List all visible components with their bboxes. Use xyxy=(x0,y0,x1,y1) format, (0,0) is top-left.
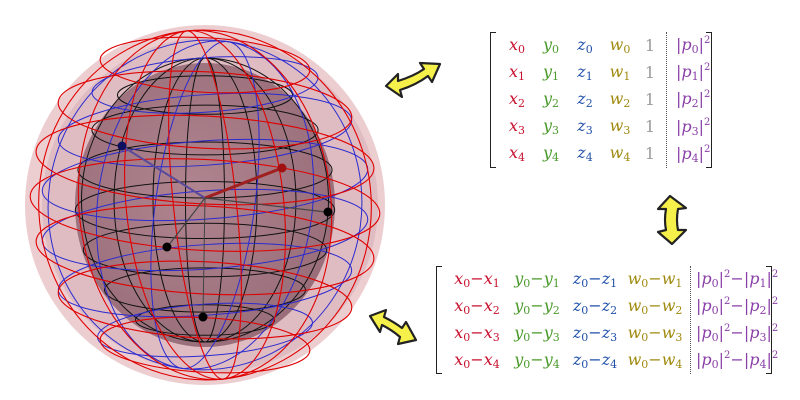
point-2 xyxy=(323,207,333,217)
column-separator xyxy=(690,266,696,374)
matrix-entry-w: w0 xyxy=(609,34,631,56)
matrix-entry-one: 1 xyxy=(644,117,656,137)
matrix-entry-w-difference: w0−w3 xyxy=(627,322,683,344)
right-bracket xyxy=(706,32,712,168)
matrix-entry-one: 1 xyxy=(644,89,656,109)
matrix-entry-one: 1 xyxy=(644,62,656,82)
matrix-entry-p-squared: |p0|2 xyxy=(676,35,711,57)
matrix-entry-y-difference: y0−y2 xyxy=(514,295,560,317)
matrix-entry-y: y1 xyxy=(542,61,560,83)
left-bracket xyxy=(490,32,496,168)
matrix-entry-x-difference: x0−x4 xyxy=(454,349,500,371)
matrix-entry-z: z1 xyxy=(577,61,593,83)
matrix-entry-z: z2 xyxy=(577,88,593,110)
matrix-entry-y: y4 xyxy=(542,143,560,165)
double-arrow-icon xyxy=(656,194,688,246)
difference-matrix: x0−x1 y0−y1 z0−z1 w0−w1 |p0|2−|p1|2 x0−x2 y0−y… xyxy=(436,266,779,374)
point-1 xyxy=(277,163,287,173)
matrix-entry-w-difference: w0−w1 xyxy=(627,268,683,290)
matrix-entry-p-squared: |p1|2 xyxy=(676,62,711,84)
matrix-entry-z-difference: z0−z2 xyxy=(572,295,618,317)
column-separator xyxy=(666,32,676,168)
double-arrow-icon xyxy=(384,61,442,99)
matrix-entry-z-difference: z0−z4 xyxy=(572,349,618,371)
matrix-entry-x: x0 xyxy=(508,34,526,56)
left-bracket xyxy=(436,266,442,374)
matrix-entry-x: x3 xyxy=(508,116,526,138)
double-arrow-icon xyxy=(368,308,418,346)
matrix-entry-y-difference: y0−y3 xyxy=(514,322,560,344)
matrix-entry-p-difference: |p0|2−|p2|2 xyxy=(696,296,779,317)
matrix-entry-z: z3 xyxy=(577,116,593,138)
matrix-entry-z: z4 xyxy=(577,143,593,165)
matrix-entry-one: 1 xyxy=(644,144,656,164)
matrix-entry-one: 1 xyxy=(644,35,656,55)
points xyxy=(117,141,333,322)
point-0 xyxy=(117,141,127,151)
right-bracket xyxy=(766,266,772,374)
matrix-entry-y-difference: y0−y4 xyxy=(514,349,560,371)
sphere-illustration xyxy=(25,25,385,385)
matrix-entry-x-difference: x0−x2 xyxy=(454,295,500,317)
matrix-entry-p-squared: |p2|2 xyxy=(676,89,711,111)
matrix-entry-w: w1 xyxy=(609,61,631,83)
matrix-entry-x: x2 xyxy=(508,88,526,110)
matrix-entry-p-difference: |p0|2−|p3|2 xyxy=(696,323,779,344)
matrix-entry-y: y0 xyxy=(542,34,560,56)
matrix-entry-y-difference: y0−y1 xyxy=(514,268,560,290)
matrix-entry-x-difference: x0−x3 xyxy=(454,322,500,344)
red-wireframe xyxy=(29,29,381,381)
matrix-entry-x: x4 xyxy=(508,143,526,165)
point-4 xyxy=(198,312,208,322)
matrix-entry-w: w4 xyxy=(609,143,631,165)
matrix-entry-y: y2 xyxy=(542,88,560,110)
matrix-entry-z-difference: z0−z3 xyxy=(572,322,618,344)
matrix-entry-x-difference: x0−x1 xyxy=(454,268,500,290)
matrix-entry-w-difference: w0−w2 xyxy=(627,295,683,317)
vectors xyxy=(121,145,327,317)
matrix-entry-w-difference: w0−w4 xyxy=(627,349,683,371)
matrix-entry-w: w3 xyxy=(609,116,631,138)
matrix-entry-p-difference: |p0|2−|p4|2 xyxy=(696,350,779,371)
coordinate-matrix: x0 y0 z0 w0 1 |p0|2 x1 y1 z1 w1 1 |p1|2 x2 y2 z2 w2 1 |p2… xyxy=(490,32,712,168)
matrix-entry-y: y3 xyxy=(542,116,560,138)
point-3 xyxy=(162,242,172,252)
matrix-entry-p-squared: |p3|2 xyxy=(676,116,711,138)
matrix-entry-w: w2 xyxy=(609,88,631,110)
matrix-entry-p-difference: |p0|2−|p1|2 xyxy=(696,269,779,290)
matrix-entry-x: x1 xyxy=(508,61,526,83)
matrix-entry-z-difference: z0−z1 xyxy=(572,268,618,290)
matrix-entry-z: z0 xyxy=(577,34,593,56)
matrix-entry-p-squared: |p4|2 xyxy=(676,143,711,165)
